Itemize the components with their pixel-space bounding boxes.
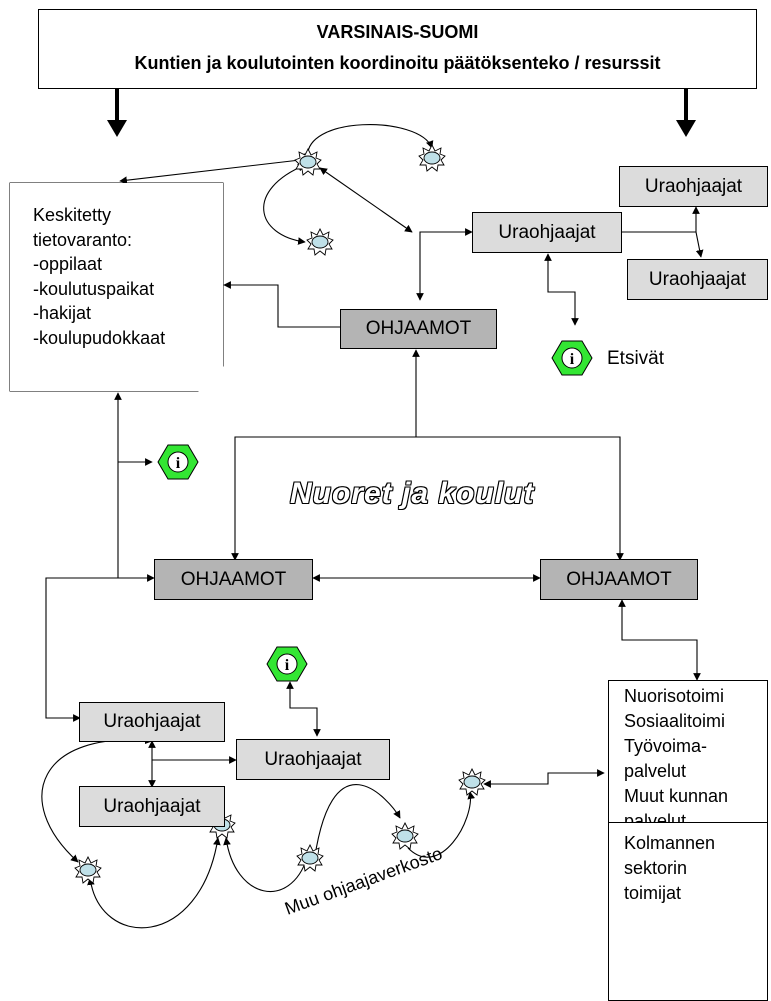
- third-sector-line: Kolmannen: [624, 833, 716, 853]
- network-node-icon: [391, 822, 419, 850]
- uraohjaajat-top-upper-box: Uraohjaajat: [619, 166, 768, 207]
- info-hexagon-icon: [157, 444, 199, 480]
- uraohjaajat-bottom-right-box: Uraohjaajat: [236, 739, 390, 780]
- network-node-icon: [306, 228, 334, 256]
- info-hexagon-icon: [266, 646, 308, 682]
- ohjaamot-left-box: OHJAAMOT: [154, 559, 313, 600]
- uraohjaajat-top-lower-box: Uraohjaajat: [627, 259, 768, 300]
- header-title: VARSINAIS-SUOMI: [316, 22, 479, 42]
- uraohjaajat-top-main-box: Uraohjaajat: [472, 212, 622, 253]
- tietovaranto-line: Keskitetty: [33, 205, 112, 225]
- tietovaranto-box: Keskitetty tietovaranto: -oppilaat -koul…: [10, 183, 223, 391]
- info-hexagon-icon: [551, 340, 593, 376]
- third-sector-line: toimijat: [624, 883, 682, 903]
- network-node-icon: [294, 148, 322, 176]
- services-line: Nuorisotoimi: [624, 686, 725, 706]
- ohjaamot-right-box: OHJAAMOT: [540, 559, 698, 600]
- tietovaranto-line: -hakijat: [33, 303, 92, 323]
- network-node-icon: [296, 844, 324, 872]
- ohjaamot-top-box: OHJAAMOT: [340, 309, 497, 349]
- tietovaranto-line: -koulupudokkaat: [33, 327, 166, 348]
- down-arrow-right: [676, 89, 696, 137]
- services-line: Sosiaalitoimi: [624, 711, 726, 731]
- uraohjaajat-bottom-lower-box: Uraohjaajat: [79, 786, 225, 827]
- network-node-icon: [418, 144, 446, 172]
- header-box: VARSINAIS-SUOMI Kuntien ja koulutointen …: [38, 9, 757, 89]
- tietovaranto-line: -oppilaat: [33, 254, 103, 274]
- tietovaranto-line: tietovaranto:: [33, 229, 133, 250]
- network-node-icon: [458, 768, 486, 796]
- third-sector-box: Kolmannen sektorin toimijat: [608, 822, 768, 1001]
- down-arrow-left: [107, 89, 127, 137]
- tietovaranto-line: -koulutuspaikat: [33, 278, 155, 299]
- services-line: Muut kunnan: [624, 786, 729, 806]
- services-line: Työvoima-: [624, 736, 708, 756]
- third-sector-line: sektorin: [624, 858, 688, 878]
- services-line: palvelut: [624, 761, 687, 781]
- etsivat-label: Etsivät: [607, 348, 665, 369]
- network-node-icon: [74, 856, 102, 884]
- center-title: Nuoret ja koulut: [290, 477, 535, 510]
- uraohjaajat-bottom-main-box: Uraohjaajat: [79, 702, 225, 742]
- header-subtitle: Kuntien ja koulutointen koordinoitu päät…: [134, 53, 661, 73]
